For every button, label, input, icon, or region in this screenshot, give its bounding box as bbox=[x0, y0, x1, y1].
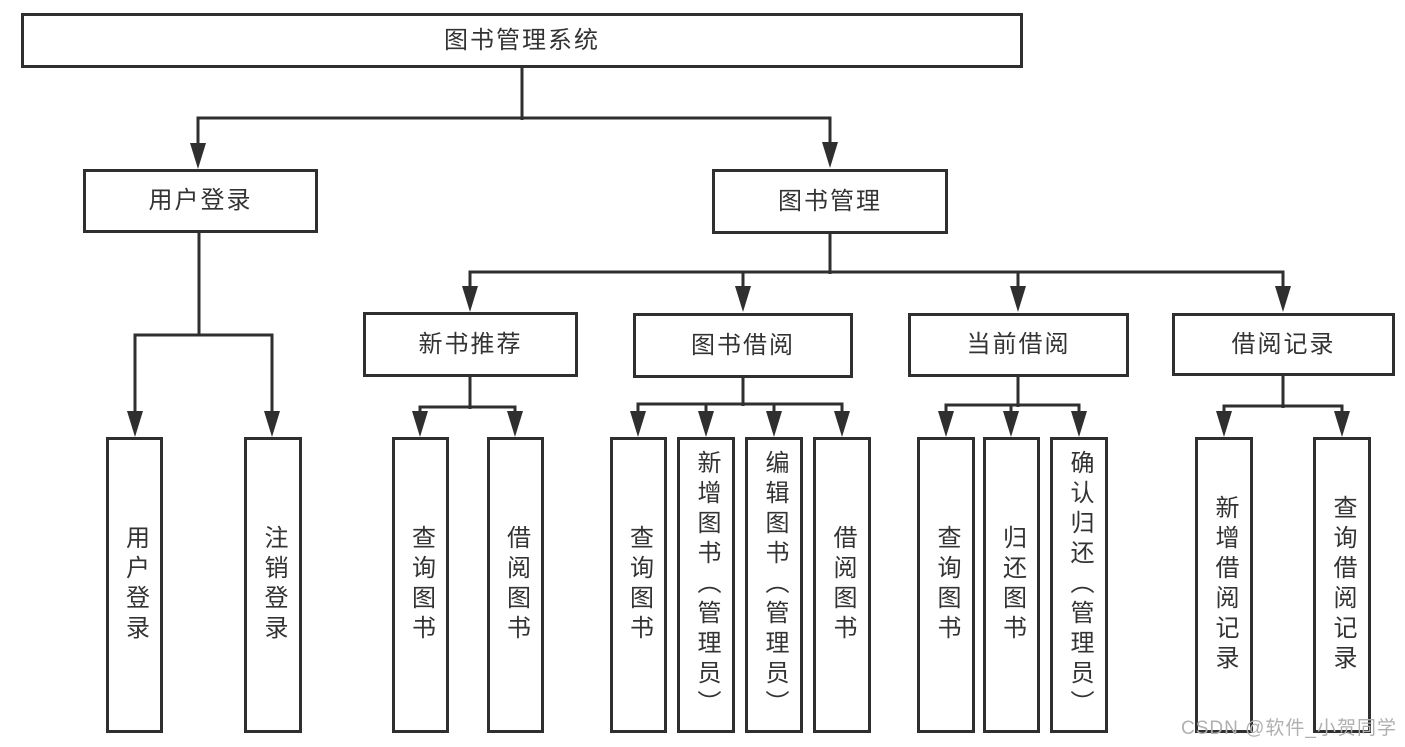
node-book-borrowing: 图书借阅 bbox=[633, 313, 853, 378]
leaf-add-borrow-record: 新增借阅记录 bbox=[1195, 437, 1253, 733]
leaf-user-login: 用户登录 bbox=[106, 437, 163, 733]
leaf-logout: 注销登录 bbox=[244, 437, 302, 733]
node-book-management: 图书管理 bbox=[712, 169, 948, 234]
node-current-borrowing: 当前借阅 bbox=[908, 313, 1129, 377]
leaf-borrow-books: 借阅图书 bbox=[813, 437, 871, 733]
node-user-login: 用户登录 bbox=[83, 169, 318, 233]
leaf-query-books-recommend: 查询图书 bbox=[392, 437, 449, 733]
node-borrowing-records: 借阅记录 bbox=[1172, 313, 1395, 376]
leaf-query-books-current: 查询图书 bbox=[917, 437, 975, 733]
node-new-book-recommendation: 新书推荐 bbox=[363, 312, 578, 377]
leaf-borrow-books-recommend: 借阅图书 bbox=[487, 437, 544, 733]
leaf-return-books: 归还图书 bbox=[983, 437, 1040, 733]
leaf-query-books-borrowing: 查询图书 bbox=[610, 437, 667, 733]
leaf-edit-books-admin: 编辑图书（管理员） bbox=[745, 437, 803, 733]
leaf-add-books-admin: 新增图书（管理员） bbox=[677, 437, 735, 733]
leaf-confirm-return-admin: 确认归还（管理员） bbox=[1050, 437, 1108, 733]
watermark: CSDN @软件_小贺同学 bbox=[1181, 718, 1397, 739]
node-library-management-system: 图书管理系统 bbox=[21, 13, 1023, 68]
leaf-query-borrow-record: 查询借阅记录 bbox=[1313, 437, 1371, 733]
